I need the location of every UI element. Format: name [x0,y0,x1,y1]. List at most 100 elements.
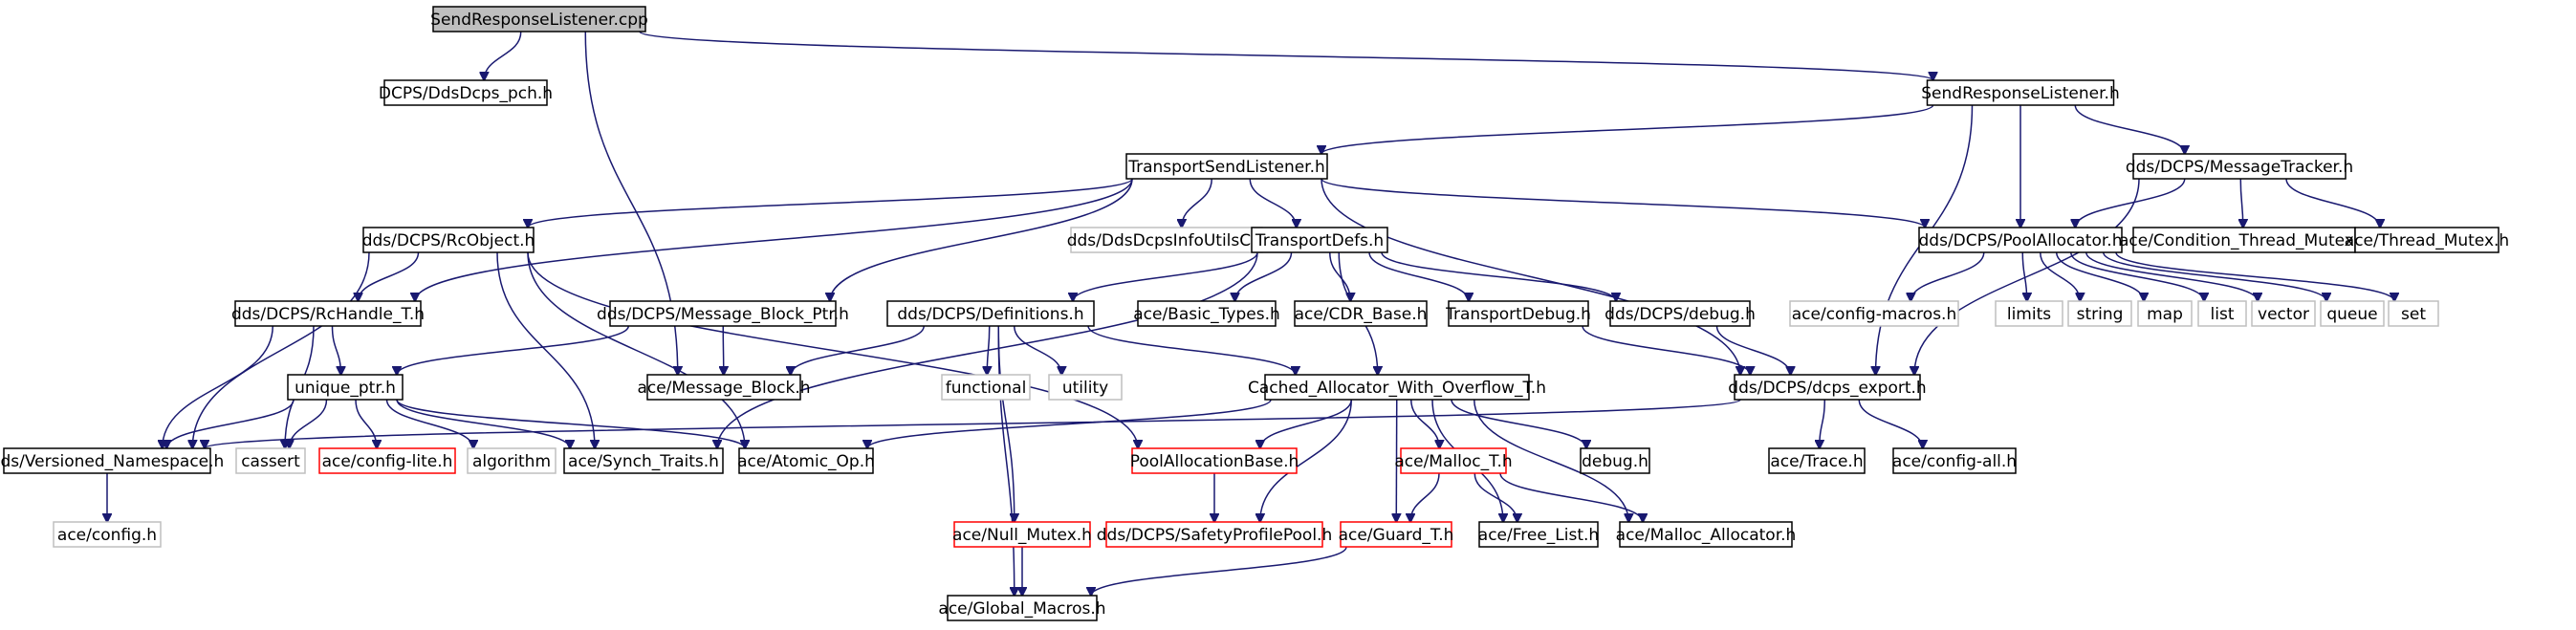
edge-malloct-to-mallocalloc [1499,472,1643,522]
node-box [1137,300,1277,327]
node-label: SendResponseListener.h [1921,84,2119,103]
node-ace-synch-traits-h[interactable]: ace/Synch_Traits.h [563,447,724,474]
node-label: map [2147,305,2183,324]
edge-cached-to-guard [1396,399,1397,522]
node-box [1131,447,1298,474]
node-unique-ptr-h[interactable]: unique_ptr.h [287,374,404,401]
node-cached-allocator-with-overflow-t-h[interactable]: Cached_Allocator_With_Overflow_T.h [1248,374,1546,401]
node-dds-dcps-debug-h[interactable]: dds/DCPS/debug.h [1605,300,1756,327]
node-ace-atomic-op-h[interactable]: ace/Atomic_Op.h [737,447,875,474]
node-transportdefs-h[interactable]: TransportDefs.h [1251,227,1388,253]
node-label: dds/DCPS/debug.h [1605,305,1756,324]
node-label: ace/config-lite.h [322,452,453,471]
node-ace-guard-t-h[interactable]: ace/Guard_T.h [1339,521,1454,548]
node-transportsendlistener-h[interactable]: TransportSendListener.h [1125,153,1328,180]
node-box [1400,447,1507,474]
node-label: dds/DCPS/dcps_export.h [1728,379,1926,398]
node-box [287,374,404,401]
edge-srl_h-to-tsl [1321,104,1934,154]
edge-tdefs-to-tdebug [1368,251,1469,301]
node-box [609,300,837,327]
node-box [318,447,456,474]
edge-cached-to-malloct [1410,399,1440,448]
edge-palloc-to-limits [2021,251,2027,301]
node-box [234,300,422,327]
node-box [1340,521,1452,548]
node-poolallocationbase-h[interactable]: PoolAllocationBase.h [1130,447,1299,474]
node-ace-config-all-h[interactable]: ace/config-all.h [1892,447,2017,474]
node-ace-condition-thread-mutex-h[interactable]: ace/Condition_Thread_Mutex.h [2119,227,2369,253]
edge-root-to-srl_h [639,31,1933,80]
node-ace-config-macros-h: ace/config-macros.h [1789,300,1959,327]
node-label: TransportDefs.h [1255,231,1384,250]
node-ace-cdr-base-h[interactable]: ace/CDR_Base.h [1294,300,1428,327]
node-dds-dcps-dcps-export-h[interactable]: dds/DCPS/dcps_export.h [1728,374,1927,401]
edge-rcobj-to-synch [496,251,595,448]
edge-rcobj-to-rchandle [359,251,420,301]
edge-palloc-to-set [2115,251,2394,301]
edge-defs-to-globalmacros [997,325,1015,596]
node-box [738,447,874,474]
node-box [1609,300,1751,327]
node-box [2251,300,2316,327]
node-box [941,374,1031,401]
node-label: ace/Guard_T.h [1339,526,1454,545]
node-box [467,447,557,474]
node-box [1926,79,2115,106]
node-dds-dcps-message-block-ptr-h[interactable]: dds/DCPS/Message_Block_Ptr.h [597,300,849,327]
node-box [646,374,801,401]
node-dds-versioned-namespace-h[interactable]: dds/Versioned_Namespace.h [0,447,224,474]
node-label: string [2077,305,2124,324]
node-label: ace/config-all.h [1892,452,2017,471]
node-set: set [2388,300,2439,327]
node-label: dds/DCPS/RcHandle_T.h [231,305,425,324]
node-dcps-ddsdcps-pch-h[interactable]: DCPS/DdsDcps_pch.h [379,79,553,106]
node-box [886,300,1095,327]
node-box [1619,521,1793,548]
node-ace-malloc-allocator-h[interactable]: ace/Malloc_Allocator.h [1616,521,1797,548]
node-ace-malloc-t-h[interactable]: ace/Malloc_T.h [1394,447,1513,474]
node-ace-message-block-h[interactable]: ace/Message_Block.h [637,374,811,401]
node-string: string [2067,300,2132,327]
node-dds-dcps-messagetracker-h[interactable]: dds/DCPS/MessageTracker.h [2126,153,2353,180]
file-nodes: SendResponseListener.cppDCPS/DdsDcps_pch… [0,6,2509,621]
node-ace-config-lite-h[interactable]: ace/config-lite.h [318,447,456,474]
edge-rchandle-to-uniqueptr [331,325,341,375]
node-dds-dcps-safetyprofilepool-h[interactable]: dds/DCPS/SafetyProfilePool.h [1097,521,1332,548]
node-label: limits [2007,305,2051,324]
node-box [1125,153,1328,180]
edge-palloc-to-queue [2103,251,2326,301]
node-dds-dcps-rchandle-t-h[interactable]: dds/DCPS/RcHandle_T.h [231,300,425,327]
node-label: dds/Versioned_Namespace.h [0,452,224,471]
edge-export-to-versioned [205,399,1741,448]
node-box [563,447,724,474]
node-sendresponselistener-cpp[interactable]: SendResponseListener.cpp [430,6,648,33]
node-label: Cached_Allocator_With_Overflow_T.h [1248,379,1546,398]
node-ace-global-macros-h[interactable]: ace/Global_Macros.h [938,595,1106,621]
node-label: ace/Condition_Thread_Mutex.h [2119,231,2369,250]
node-dds-ddsdcpsinfoutilsc-h: dds/DdsDcpsInfoUtilsC.h [1067,227,1266,253]
node-label: debug.h [1582,452,1648,471]
node-label: dds/DCPS/PoolAllocator.h [1919,231,2123,250]
node-ace-basic-types-h[interactable]: ace/Basic_Types.h [1133,300,1280,327]
node-ace-thread-mutex-h[interactable]: ace/Thread_Mutex.h [2345,227,2509,253]
node-label: ace/Atomic_Op.h [737,452,875,471]
node-box [432,6,646,33]
node-algorithm: algorithm [467,447,557,474]
node-ace-null-mutex-h[interactable]: ace/Null_Mutex.h [952,521,1092,548]
node-box [1251,227,1388,253]
edge-mtracker-to-thrmutex [2285,178,2380,228]
node-dds-dcps-rcobject-h[interactable]: dds/DCPS/RcObject.h [362,227,535,253]
node-dds-dcps-definitions-h[interactable]: dds/DCPS/Definitions.h [886,300,1095,327]
node-box [1105,521,1323,548]
node-ace-trace-h[interactable]: ace/Trace.h [1768,447,1866,474]
node-sendresponselistener-h[interactable]: SendResponseListener.h [1921,79,2120,106]
node-transportdebug-h[interactable]: TransportDebug.h [1445,300,1591,327]
node-debug-h[interactable]: debug.h [1580,447,1650,474]
node-label: ace/Message_Block.h [637,379,810,398]
node-ace-free-list-h[interactable]: ace/Free_List.h [1478,521,1599,548]
node-dds-dcps-poolallocator-h[interactable]: dds/DCPS/PoolAllocator.h [1918,227,2123,253]
edge-uniqueptr-to-cfglite [355,399,377,448]
edge-guard-to-globalmacros [1091,546,1347,596]
node-label: dds/DCPS/MessageTracker.h [2126,158,2353,177]
